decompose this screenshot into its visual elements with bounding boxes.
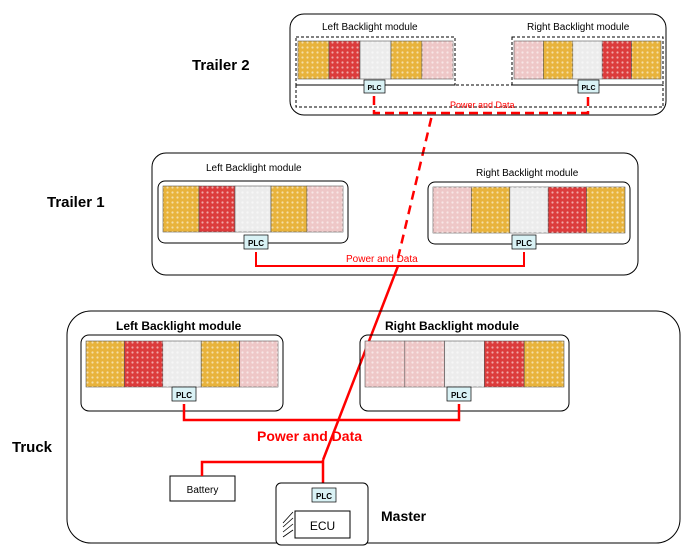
truck-right-module-title: Right Backlight module <box>385 319 519 333</box>
lamp-texture <box>239 341 278 387</box>
lamp-texture <box>162 341 202 387</box>
lamp-texture <box>271 186 307 232</box>
master-plc: PLC <box>311 487 337 503</box>
trailer-2-right-plc: PLC <box>577 79 600 94</box>
trailer-2-frame <box>289 13 667 116</box>
lamp-texture <box>572 41 603 79</box>
lamp-texture <box>433 187 472 233</box>
lamp-texture <box>602 41 632 79</box>
battery-wire <box>200 460 323 476</box>
plc-label: PLC <box>248 239 264 248</box>
lamp-texture <box>124 341 163 387</box>
lamp-texture <box>543 41 573 79</box>
lamp-texture <box>329 41 360 79</box>
trailer-1-left-module-title: Left Backlight module <box>206 163 302 174</box>
truck-right-lamps <box>364 340 565 388</box>
lamp-texture <box>391 41 422 79</box>
lamp-texture <box>509 187 549 233</box>
lamp-texture <box>524 341 564 387</box>
truck-left-plc: PLC <box>171 386 197 402</box>
truck-bus-label: Power and Data <box>257 428 362 444</box>
plc-label: PLC <box>316 492 332 501</box>
trailer-1-label: Trailer 1 <box>47 194 105 211</box>
lamp-texture <box>307 186 343 232</box>
battery-box <box>169 475 236 502</box>
trailer-2-bus-wire <box>372 96 590 115</box>
truck-label: Truck <box>12 439 53 456</box>
ecu-box <box>294 510 351 539</box>
truck: Truck Left Backlight module Right Backli… <box>12 310 681 546</box>
trailer-1-left-lamps <box>162 185 344 233</box>
truck-right-module <box>359 334 570 412</box>
lamp-texture <box>514 41 544 79</box>
trailer-2-bus-label: Power and Data <box>450 100 515 110</box>
trailer-2-right-lamps <box>513 40 662 80</box>
truck-left-module <box>80 334 284 412</box>
trailer-2-right-module <box>511 36 664 86</box>
plc-label: PLC <box>451 391 467 400</box>
truck-left-module-title: Left Backlight module <box>116 319 242 333</box>
lamp-texture <box>422 41 453 79</box>
master-label: Master <box>381 508 427 524</box>
trailer-1-right-plc: PLC <box>511 234 537 250</box>
lamp-texture <box>298 41 329 79</box>
trailer-1: Trailer 1 Left Backlight module Right Ba… <box>47 152 639 276</box>
lamp-texture <box>365 341 405 387</box>
lamp-texture <box>444 341 485 387</box>
trailer-2-label: Trailer 2 <box>192 57 250 74</box>
lamp-texture <box>471 187 510 233</box>
trailer-1-right-lamps <box>432 186 626 234</box>
truck-left-lamps <box>85 340 279 388</box>
trailer-2-left-lamps <box>297 40 454 80</box>
trailer-1-left-plc: PLC <box>243 234 269 250</box>
battery-label: Battery <box>187 485 219 496</box>
trailer-link-dashed <box>396 114 434 259</box>
trailer-2: Trailer 2 Left Backlight module Right Ba… <box>192 13 667 116</box>
lamp-texture <box>201 341 240 387</box>
ecu-label: ECU <box>310 519 335 533</box>
trailer-2-bus-dashed-box <box>295 84 664 108</box>
plc-label: PLC <box>582 85 596 92</box>
lamp-texture <box>163 186 199 232</box>
trailer-2-right-module-title: Right Backlight module <box>527 22 630 33</box>
lamp-texture <box>86 341 125 387</box>
lamp-texture <box>548 187 587 233</box>
truck-right-plc: PLC <box>446 386 472 402</box>
trailer-1-bus-label: Power and Data <box>346 254 418 265</box>
lamp-texture <box>360 41 391 79</box>
lamp-texture <box>586 187 625 233</box>
lamp-texture <box>484 341 525 387</box>
truck-bus-wire <box>182 404 461 422</box>
trailer-1-right-module-title: Right Backlight module <box>476 168 579 179</box>
plc-label: PLC <box>516 239 532 248</box>
trailer-1-bus-wire <box>255 252 525 267</box>
lamp-texture <box>199 186 235 232</box>
truck-frame <box>66 310 681 544</box>
trailer-2-left-module-title: Left Backlight module <box>322 22 418 33</box>
plc-label: PLC <box>176 391 192 400</box>
lamp-texture <box>631 41 661 79</box>
lamp-texture <box>404 341 445 387</box>
lamp-texture <box>235 186 271 232</box>
ecu-icon <box>282 511 294 538</box>
plc-label: PLC <box>368 85 382 92</box>
trailer-2-left-plc: PLC <box>363 79 386 94</box>
